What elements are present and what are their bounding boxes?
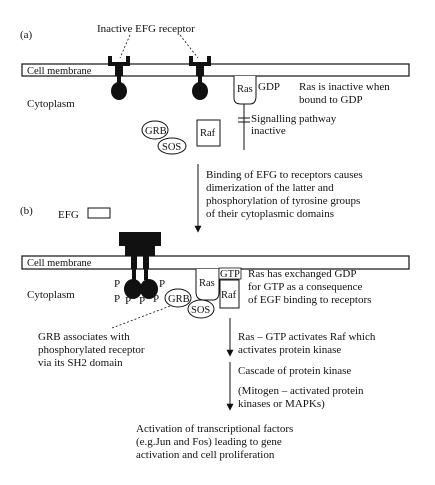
- svg-text:Cell membrane: Cell membrane: [27, 66, 92, 77]
- sos-a: SOS: [157, 137, 187, 155]
- ras-inactive: Ras: [233, 76, 257, 105]
- inactive-receptor-label: Inactive EFG receptor: [97, 23, 195, 35]
- panel-b-label: (b): [20, 205, 33, 217]
- phosphate-p2: P: [114, 293, 120, 305]
- panel-a-label: (a): [20, 29, 33, 41]
- inactive-receptor-right: [189, 56, 211, 100]
- grb-a: GRB: [141, 120, 169, 140]
- ras-inactive-note: Ras is inactive when bound to GDP: [299, 81, 392, 106]
- svg-text:Ras: Ras: [237, 84, 253, 95]
- svg-text:Ras: Ras: [199, 278, 215, 289]
- pathway-inactive-note: Signalling pathway inactive: [251, 113, 339, 137]
- kinase-cascade-label: Cascade of protein kinase: [238, 365, 351, 377]
- gtp-label-box: GTP: [218, 267, 242, 280]
- grb-association-note: GRB associates with phosphorylated recep…: [38, 331, 147, 369]
- cell-membrane-a: Cell membrane: [21, 63, 410, 77]
- mapk-note: (Mitogen – activated protein kinases or …: [238, 385, 366, 410]
- receptor-pointer-left: [119, 34, 131, 59]
- grb-b: GRB: [164, 288, 192, 308]
- efg-legend-label: EFG: [58, 209, 79, 221]
- inactive-receptor-left: [108, 56, 130, 100]
- pathway-blocked-arrow: [238, 104, 250, 150]
- cytoplasm-label-b: Cytoplasm: [27, 289, 75, 301]
- svg-text:Cell membrane: Cell membrane: [27, 258, 92, 269]
- svg-text:GRB: GRB: [145, 126, 167, 137]
- phosphate-p1: P: [114, 278, 120, 290]
- svg-text:SOS: SOS: [162, 142, 181, 153]
- phosphate-p5: P: [153, 293, 159, 305]
- phosphate-p4: P: [139, 295, 145, 307]
- svg-text:SOS: SOS: [191, 305, 210, 316]
- raf-a: Raf: [196, 119, 221, 147]
- efg-legend-box: [87, 207, 111, 219]
- efg-bound-receptor-dimer: [119, 232, 161, 299]
- grb-note-pointer: [111, 305, 171, 329]
- raf-b: Raf: [219, 279, 240, 309]
- svg-text:GTP: GTP: [220, 269, 240, 280]
- cytoplasm-label-a: Cytoplasm: [27, 98, 75, 110]
- final-outcome-note: Activation of transcriptional factors (e…: [136, 423, 296, 461]
- ras-active-note: Ras has exchanged GDP for GTP as a conse…: [248, 268, 371, 306]
- raf-activation-note: Ras – GTP activates Raf which activates …: [238, 331, 378, 356]
- sos-b: SOS: [187, 299, 215, 319]
- phosphate-p3: P: [125, 295, 131, 307]
- transition-note: Binding of EFG to receptors causes dimer…: [206, 169, 365, 220]
- svg-text:GRB: GRB: [168, 294, 190, 305]
- receptor-pointer-right: [179, 34, 199, 59]
- svg-text:Raf: Raf: [221, 290, 237, 301]
- svg-text:Raf: Raf: [200, 128, 216, 139]
- phosphate-p6: P: [159, 278, 165, 290]
- gdp-label: GDP: [258, 81, 280, 93]
- ras-active: Ras: [195, 269, 220, 301]
